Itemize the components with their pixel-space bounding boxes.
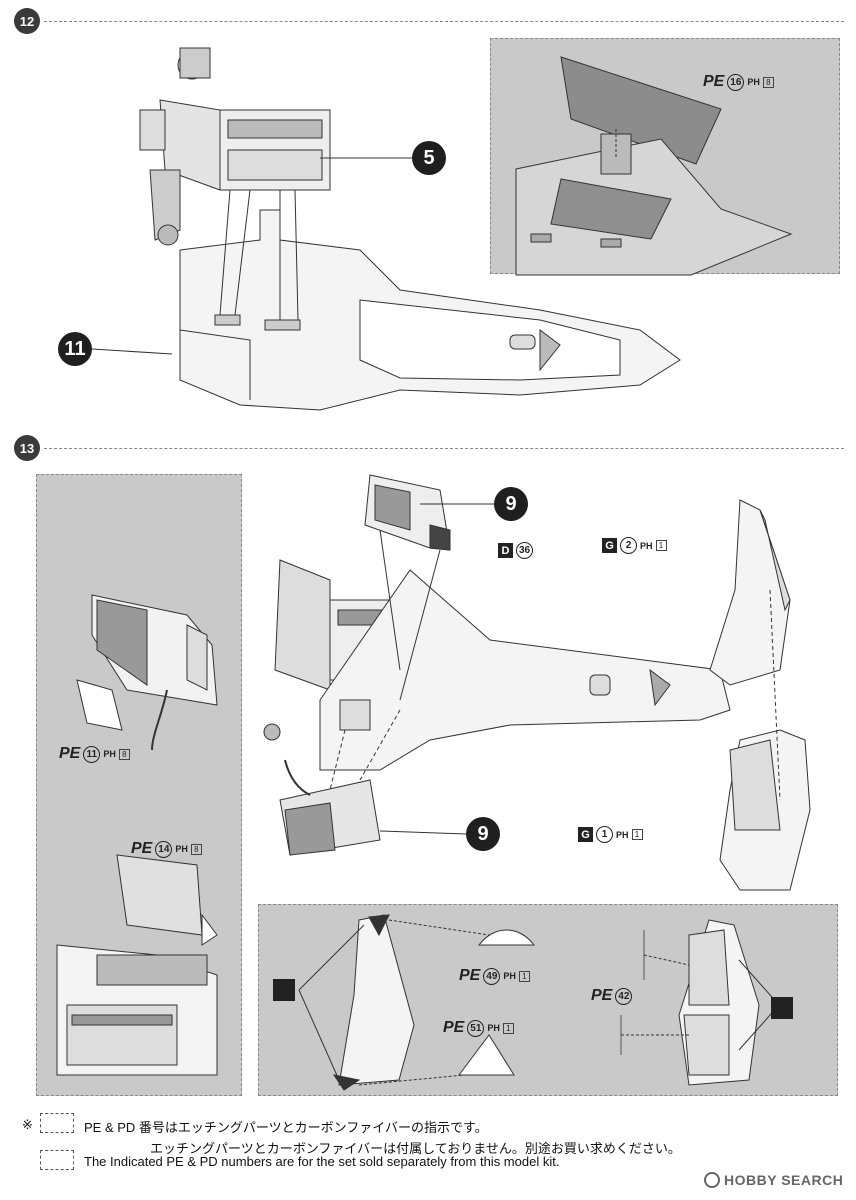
part-number-9-bottom: 9 [466,817,500,851]
step-12-detail-box: PE 16 PH 8 [490,38,840,274]
pe14-sheet: 8 [190,843,202,855]
carbon-marker-right-icon [771,997,793,1019]
callout-pe16: PE 16 PH 8 [703,73,774,91]
g1-letter: G [578,827,593,842]
pe51-sheet: 1 [502,1022,514,1034]
g2-letter: G [602,538,617,553]
g1-ph: PH [616,829,629,840]
d36-letter: D [498,543,513,558]
callout-pe11: PE 11 PH 8 [59,745,130,763]
g1-number: 1 [596,826,613,843]
step-13-left-detail-box: PE 11 PH 8 PE 14 PH 8 [36,474,242,1096]
callout-g2: G 2 PH 1 [602,537,667,554]
pe42-number: 42 [615,987,633,1005]
pe16-number: 16 [727,73,745,91]
pe11-ph: PH [103,749,116,759]
leader-line-9-bottom [380,831,466,835]
note-line-1: PE & PD 番号はエッチングパーツとカーボンファイバーの指示です。 [84,1120,488,1135]
pe14-prefix: PE [131,840,153,857]
hobby-search-logo-icon [704,1172,720,1188]
step-12-divider [44,21,844,22]
note-asterisk: ※ [22,1117,33,1132]
watermark-text: HOBBY SEARCH [724,1172,844,1188]
pe51-prefix: PE [443,1019,465,1036]
callout-g1: G 1 PH 1 [578,826,643,843]
callout-d36: D 36 [498,542,533,559]
wing-pe-detail-drawing [259,905,839,1097]
pe16-sheet: 8 [762,76,774,88]
pe11-prefix: PE [59,745,81,762]
step-13-divider [44,448,844,449]
pe11-number: 11 [83,745,101,763]
g2-ph: PH [640,540,653,551]
part-number-9-top: 9 [494,487,528,521]
d36-number: 36 [516,542,533,559]
pe14-number: 14 [155,840,173,858]
pe51-ph: PH [487,1023,500,1033]
pe11-sheet: 8 [118,748,130,760]
callout-pe51: PE 51 PH 1 [443,1019,514,1037]
g2-sheet: 1 [655,540,667,551]
note-line-3: The Indicated PE & PD numbers are for th… [84,1154,560,1169]
pe16-ph: PH [747,77,760,87]
pe49-ph: PH [503,971,516,981]
part-number-5: 5 [412,141,446,175]
note-box-2 [40,1150,74,1170]
note-line-2: エッチングパーツとカーボンファイバーは付属しておりません。別途お買い求めください… [150,1141,681,1156]
callout-pe42: PE 42 [591,987,633,1005]
step-13-wing-detail-box: PE 49 PH 1 PE 51 PH 1 PE 42 [258,904,838,1096]
pe11-pe14-detail-drawing [37,475,243,1097]
step-13-badge: 13 [14,435,40,461]
leader-line-11 [92,348,172,356]
callout-pe14: PE 14 PH 8 [131,840,202,858]
note-box-1 [40,1113,74,1133]
g1-sheet: 1 [631,829,643,840]
step-12-badge: 12 [14,8,40,34]
part-number-11: 11 [58,332,92,366]
step-13-assembly-drawing [260,470,820,900]
leader-line-5 [320,157,412,159]
pe49-number: 49 [483,967,501,985]
leader-line-9-top [420,503,494,505]
pe14-ph: PH [175,844,188,854]
carbon-marker-left-icon [273,979,295,1001]
callout-pe49: PE 49 PH 1 [459,967,530,985]
pe42-prefix: PE [591,987,613,1004]
g2-number: 2 [620,537,637,554]
step-12-assembly-drawing [120,40,680,420]
pe49-sheet: 1 [518,970,530,982]
pe16-prefix: PE [703,73,725,90]
pe51-number: 51 [467,1019,485,1037]
pe49-prefix: PE [459,967,481,984]
pe16-detail-drawing [491,39,841,275]
